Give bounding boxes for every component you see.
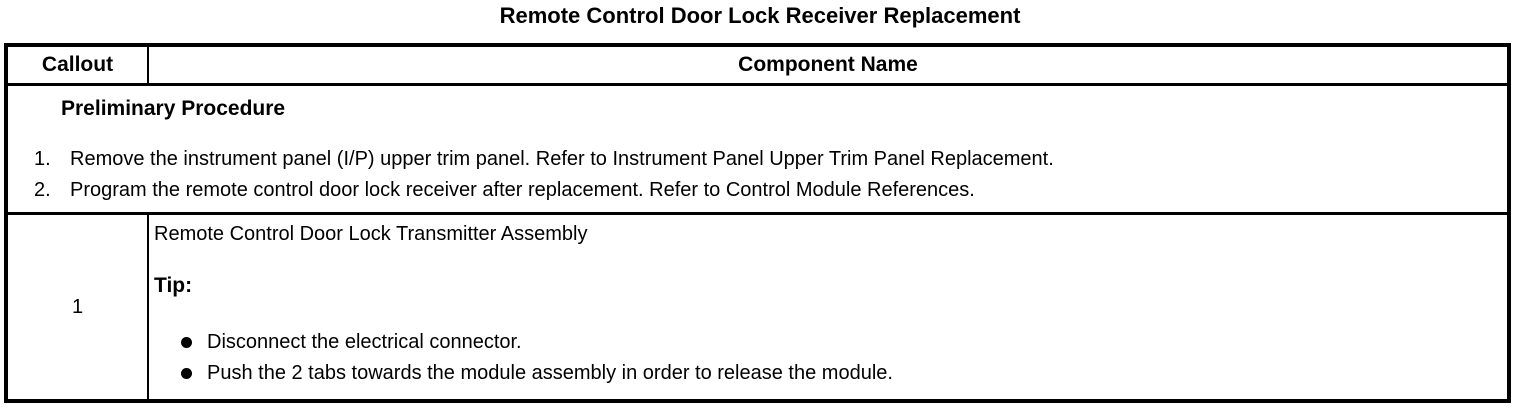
- preliminary-procedure-heading: Preliminary Procedure: [61, 97, 286, 120]
- step-number: 1.: [34, 148, 51, 170]
- preliminary-procedure-row: Preliminary Procedure 1. Remove the inst…: [8, 86, 1507, 215]
- column-header-callout: Callout: [8, 47, 149, 83]
- preliminary-step-list: 1. Remove the instrument panel (I/P) upp…: [8, 144, 1507, 206]
- step-text: Remove the instrument panel (I/P) upper …: [70, 148, 1054, 170]
- component-name: Remote Control Door Lock Transmitter Ass…: [154, 223, 588, 245]
- table-header-row: Callout Component Name: [8, 47, 1507, 86]
- tip-label: Tip:: [154, 274, 193, 297]
- step-text: Program the remote control door lock rec…: [70, 179, 975, 201]
- component-name-cell: Remote Control Door Lock Transmitter Ass…: [149, 215, 1507, 399]
- tip-text: Push the 2 tabs towards the module assem…: [207, 362, 893, 384]
- procedure-step: 2. Program the remote control door lock …: [8, 175, 1507, 206]
- step-number: 2.: [34, 179, 51, 201]
- tip-text: Disconnect the electrical connector.: [207, 331, 522, 353]
- tip-list: Disconnect the electrical connector. Pus…: [154, 327, 1497, 389]
- procedure-step: 1. Remove the instrument panel (I/P) upp…: [8, 144, 1507, 175]
- column-header-component-name: Component Name: [738, 53, 918, 76]
- bullet-icon: [181, 368, 192, 379]
- bullet-icon: [181, 337, 192, 348]
- component-table: Callout Component Name Preliminary Proce…: [4, 43, 1511, 403]
- component-row: 1 Remote Control Door Lock Transmitter A…: [8, 215, 1507, 399]
- tip-item: Disconnect the electrical connector.: [154, 327, 1497, 358]
- page-title: Remote Control Door Lock Receiver Replac…: [499, 3, 1021, 28]
- callout-cell: 1: [8, 215, 149, 399]
- tip-item: Push the 2 tabs towards the module assem…: [154, 358, 1497, 389]
